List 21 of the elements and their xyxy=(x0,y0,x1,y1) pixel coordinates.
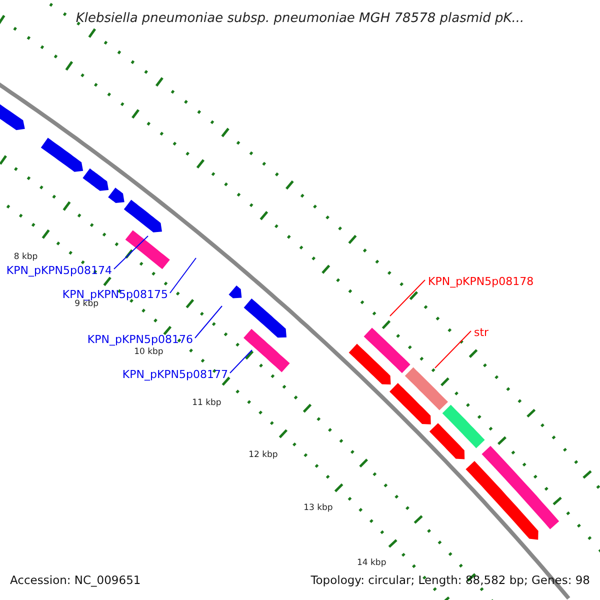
gene-label: str xyxy=(474,327,489,338)
gene-label: KPN_pKPN5p08176 xyxy=(87,334,193,345)
gene-label: KPN_pKPN5p08175 xyxy=(62,289,168,300)
scale-label: 14 kbp xyxy=(356,559,386,568)
scale-label: 13 kbp xyxy=(304,504,333,512)
leader-line xyxy=(194,306,222,338)
gene-label: KPN_pKPN5p08178 xyxy=(428,276,534,287)
gene-label: KPN_pKPN5p08177 xyxy=(122,369,228,380)
footer-text: Topology: circular; Length: 88,582 bp; Genes: 98 xyxy=(310,575,590,586)
leader-line xyxy=(230,350,252,374)
footer-text: Accession: NC_009651 xyxy=(10,575,141,586)
gene-label: KPN_pKPN5p08174 xyxy=(6,265,112,276)
leader-line xyxy=(390,280,426,316)
leader-line xyxy=(114,236,148,270)
title: Klebsiella pneumoniae subsp. pneumoniae MGH 78578 plasmid pK... xyxy=(76,12,524,25)
leader-line xyxy=(434,330,472,368)
scale-label: 12 kbp xyxy=(248,450,278,459)
scale-label: 8 kbp xyxy=(14,253,38,262)
scale-label: 11 kbp xyxy=(192,398,222,408)
scale-label: 9 kbp xyxy=(74,300,98,308)
scale-label: 10 kbp xyxy=(134,348,164,357)
